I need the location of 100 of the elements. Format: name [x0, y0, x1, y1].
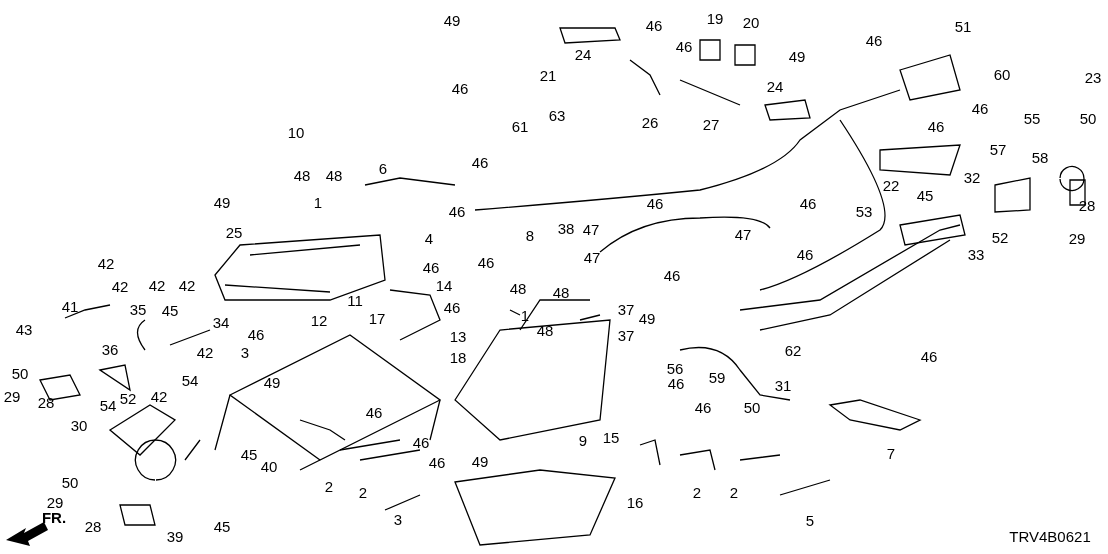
callout-number: 32 — [963, 169, 981, 185]
callout-number: 33 — [967, 246, 985, 262]
callout-number: 46 — [796, 246, 814, 262]
callout-number: 42 — [150, 388, 168, 404]
callout-number: 8 — [525, 227, 535, 243]
callout-number: 42 — [148, 277, 166, 293]
callout-number: 46 — [865, 32, 883, 48]
callout-number: 45 — [240, 446, 258, 462]
callout-number: 45 — [161, 302, 179, 318]
callout-number: 54 — [99, 397, 117, 413]
callout-number: 46 — [675, 38, 693, 54]
callout-number: 21 — [539, 67, 557, 83]
callout-number: 49 — [443, 12, 461, 28]
callout-number: 62 — [784, 342, 802, 358]
callout-number: 28 — [84, 518, 102, 534]
callout-number: 51 — [954, 18, 972, 34]
callout-number: 10 — [287, 124, 305, 140]
callout-number: 57 — [989, 141, 1007, 157]
callout-number: 46 — [799, 195, 817, 211]
callout-number: 11 — [347, 292, 363, 308]
callout-number: 1 — [520, 307, 530, 323]
callout-number: 56 — [666, 360, 684, 376]
callout-number: 12 — [310, 312, 328, 328]
callout-number: FR. — [41, 509, 67, 525]
callout-number: 50 — [1079, 110, 1097, 126]
callout-number: 46 — [646, 195, 664, 211]
callout-number: 45 — [916, 187, 934, 203]
callout-number: 43 — [15, 321, 33, 337]
callout-number: 27 — [702, 116, 720, 132]
callout-number: 46 — [443, 299, 461, 315]
callout-number: 50 — [11, 365, 29, 381]
callout-number: 5 — [805, 512, 815, 528]
callout-number: 46 — [365, 404, 383, 420]
callout-number: 46 — [422, 259, 440, 275]
callout-number: 46 — [920, 348, 938, 364]
callout-number: 48 — [293, 167, 311, 183]
callout-number: 59 — [708, 369, 726, 385]
callout-number: 48 — [325, 167, 343, 183]
callout-number: 26 — [641, 114, 659, 130]
callout-number: 49 — [638, 310, 656, 326]
callout-number: 48 — [509, 280, 527, 296]
callout-number: 17 — [368, 310, 386, 326]
callout-number: 60 — [993, 66, 1011, 82]
callout-number: 49 — [788, 48, 806, 64]
callout-number: 58 — [1031, 149, 1049, 165]
callout-number: 39 — [166, 528, 184, 544]
callout-number: 47 — [583, 249, 601, 265]
callout-number: 2 — [358, 484, 368, 500]
callout-number: 47 — [582, 221, 600, 237]
callout-number: 24 — [766, 78, 784, 94]
callout-number: 25 — [225, 224, 243, 240]
callout-number: 6 — [378, 160, 388, 176]
callout-number: 50 — [61, 474, 79, 490]
callout-number: 2 — [729, 484, 739, 500]
callout-number: 46 — [471, 154, 489, 170]
callout-number: 35 — [129, 301, 147, 317]
callout-number: 3 — [393, 511, 403, 527]
callout-number: 46 — [477, 254, 495, 270]
callout-number: 37 — [617, 301, 635, 317]
callout-number: 2 — [692, 484, 702, 500]
callout-number: 29 — [46, 494, 64, 510]
callout-number: 46 — [645, 17, 663, 33]
callout-number: 46 — [927, 118, 945, 134]
callout-number: 61 — [511, 118, 529, 134]
callout-number: 16 — [626, 494, 644, 510]
callout-number: 7 — [886, 445, 896, 461]
callout-number: 48 — [552, 284, 570, 300]
callout-number: 45 — [213, 518, 231, 534]
callout-number: 46 — [448, 203, 466, 219]
callout-number: 42 — [178, 277, 196, 293]
callout-number: 42 — [111, 278, 129, 294]
callout-number: 38 — [557, 220, 575, 236]
callout-number: 46 — [663, 267, 681, 283]
callout-number: 20 — [742, 14, 760, 30]
callout-number: 19 — [706, 10, 724, 26]
callout-number: 28 — [37, 394, 55, 410]
callout-number: 42 — [196, 344, 214, 360]
callout-number: 30 — [70, 417, 88, 433]
callout-number: 29 — [3, 388, 21, 404]
callout-number: 46 — [667, 375, 685, 391]
callout-number: 46 — [428, 454, 446, 470]
callout-number: 29 — [1068, 230, 1086, 246]
callout-number: 31 — [774, 377, 792, 393]
callout-number: 34 — [212, 314, 230, 330]
callout-number: 47 — [734, 226, 752, 242]
callout-number: 28 — [1078, 197, 1096, 213]
callout-number: 63 — [548, 107, 566, 123]
callout-number: 52 — [991, 229, 1009, 245]
callout-number: 41 — [61, 298, 79, 314]
callout-number: 46 — [694, 399, 712, 415]
callout-number: 14 — [435, 277, 453, 293]
diagram-code: TRV4B0621 — [1009, 528, 1091, 544]
callout-number: 53 — [855, 203, 873, 219]
callout-number: 46 — [247, 326, 265, 342]
callout-number: 3 — [240, 344, 250, 360]
callout-number: 22 — [882, 177, 900, 193]
callout-number: 46 — [451, 80, 469, 96]
callout-number: 42 — [97, 255, 115, 271]
callout-number: 18 — [449, 349, 467, 365]
callout-number: 37 — [617, 327, 635, 343]
